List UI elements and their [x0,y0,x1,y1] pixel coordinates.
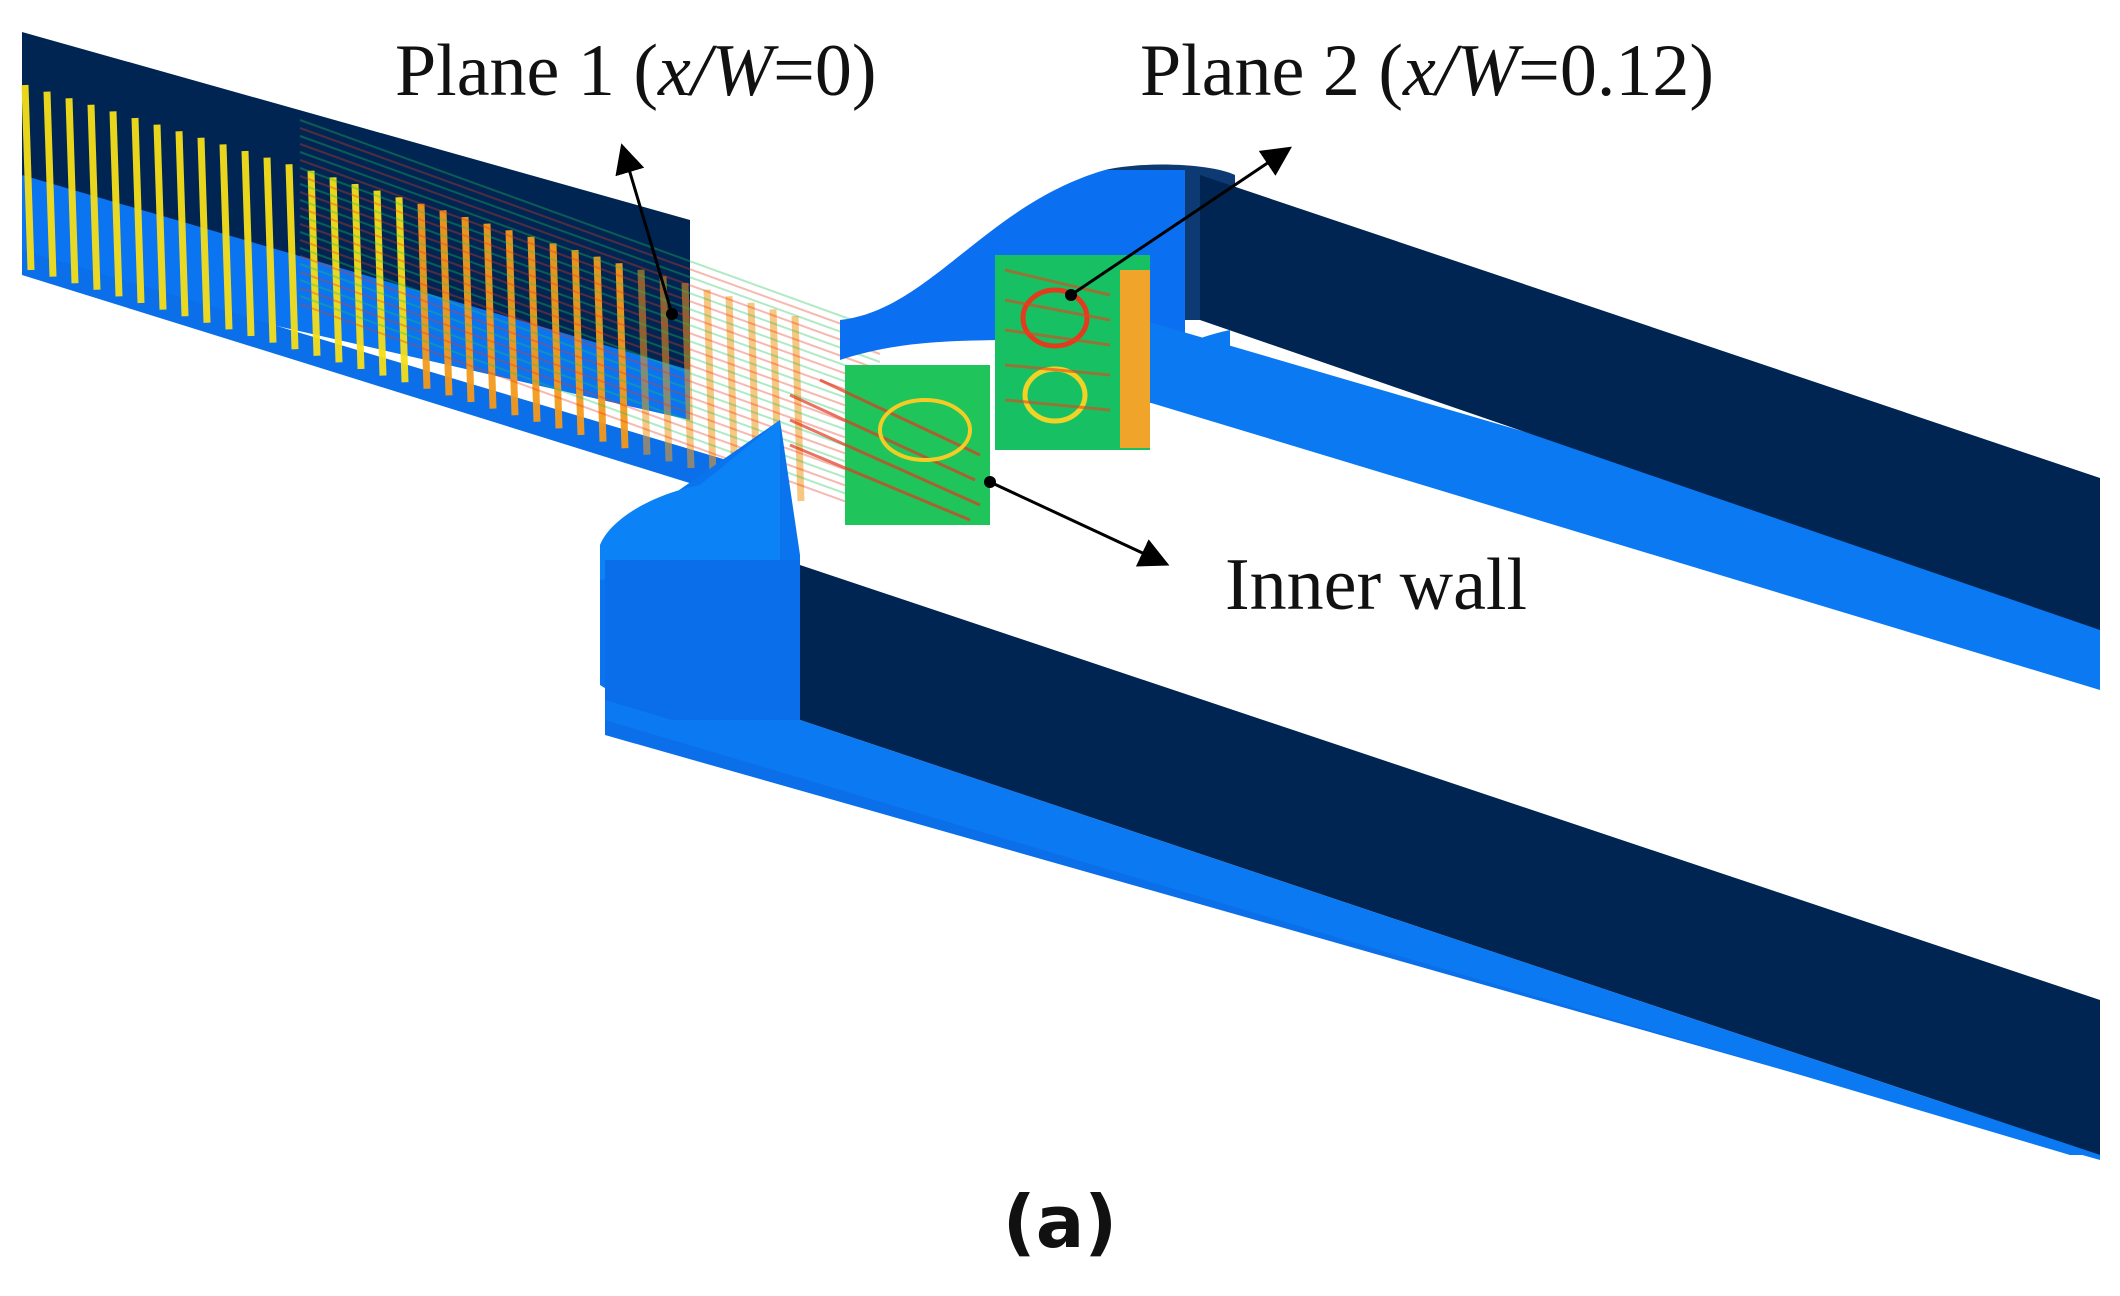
plane-1-vector-streak [299,175,881,387]
plane-2-edge [1120,270,1150,448]
plane-1-vector-stripe [791,315,805,502]
plane-1-vector-stripe [351,183,365,370]
plane-1-vector-stripe [263,157,277,343]
plane-1-vector-streak [299,263,881,475]
plane-1-vector-stripe [549,243,563,429]
inner-wall-arrow-anchor [984,476,996,488]
plane-1-vector-streak [299,215,881,427]
plane-1-vector-streak [299,223,881,435]
plane-1-vector-stripe [87,104,101,290]
plane-1-vector-streak [299,191,881,403]
plane-1-vector-stripe [593,256,607,442]
plane-1-vector-streak [299,159,881,371]
plane-1-vector-stripe [65,98,79,284]
plane-1-vector-stripe [571,249,585,436]
plane-1-vector-streak [299,127,881,339]
plane-1-vector-streak [299,231,881,443]
plane-1-label-prefix: Plane 1 ( [395,30,659,112]
plane-1-vector-streak [299,255,881,467]
plane-1-vector-streak [299,151,881,363]
plane-1-vector-streak [299,247,881,459]
plane-1-arrow [615,143,674,315]
plane-1-vector-streak [299,199,881,411]
plane-1-vector-stripe [109,111,123,297]
plane-2-label-suffix: =0.12) [1518,30,1714,112]
plane-1-vector-stripe [681,282,695,469]
plane-1-vector-stripe [241,150,255,337]
plane-2-vortex-upper [1020,287,1090,349]
plane-1-vector-stripe [461,216,475,403]
plane-1-label-suffix: =0) [773,30,877,112]
plane-1-vector-streak [299,239,881,451]
junction-vortex [878,398,972,462]
lower-branch-bottom-band [605,720,2100,1155]
plane-2-label: Plane 2 (x/W=0.12) [1140,34,1714,108]
plane-1-label-variable: x/W [658,30,774,112]
plane-1-vector-stripe [153,124,167,310]
plane-1-vector-stripe [43,91,57,277]
plane-1-vector-stripe [615,263,629,449]
plane-1-vector-stripe [417,203,431,389]
plane-1-vector-streak [299,135,881,347]
plane-2-arrow [1070,146,1292,297]
plane-1-vector-stripe [395,197,409,383]
plane-1-vector-stripe [219,144,233,330]
lower-branch-corner-cap [600,420,780,580]
inner-wall-label-text: Inner wall [1225,544,1528,626]
plane-1-vector-stripe [197,137,211,323]
plane-1-vector-streak [299,207,881,419]
plane-1-vector-streak [299,167,881,379]
plane-1-vector-stripe [329,177,343,363]
annotation-arrows [615,143,1292,567]
plane-1-vector-stripe [131,117,145,304]
plane-2-label-variable: x/W [1403,30,1519,112]
plane-1-vector-streak [299,183,881,395]
upper-branch-inner-curve [1125,330,1230,410]
plane-2-vector-field [995,255,1150,450]
lower-branch-channel [605,565,2100,1160]
inner-wall-label: Inner wall [1225,548,1527,622]
upper-branch-side-wall [1200,175,2100,630]
plane-1-vector-stripe [373,190,387,376]
plane-1-vector-streak [299,143,881,355]
lower-branch-front-face [605,560,800,720]
upper-branch-floor [1125,315,2100,690]
plane-1-vector-stripe [175,131,189,317]
plane-1-label: Plane 1 (x/W=0) [395,34,876,108]
plane-1-vector-stripe [483,223,497,409]
plane-1-vector-stripe [659,276,673,462]
upper-branch-channel [1125,175,2100,690]
plane-1-vector-stripe [307,170,321,356]
plane-1-vector-stripe [637,269,651,455]
plane-1-vector-stripe [725,296,739,482]
figure-caption: (a) [1002,1180,1118,1264]
plane-1-vector-streak [299,119,881,331]
junction-vector-field [789,365,990,525]
plane-1-vector-stripe [505,230,519,416]
plane-2-label-prefix: Plane 2 ( [1140,30,1404,112]
plane-2-arrow-anchor [1065,289,1077,301]
plane-1-arrow-anchor [666,308,678,320]
plane-2-streaks [1004,268,1111,412]
inner-wall-arrow [989,480,1170,567]
plane-1-vector-stripe [21,84,35,271]
plane-1-vector-stripe [439,210,453,396]
plane-1-vector-stripe [527,236,541,422]
lower-branch-side-wall [800,565,2100,1155]
plane-1-vector-stripe [703,289,717,475]
plane-1-vector-stripe [285,164,299,350]
